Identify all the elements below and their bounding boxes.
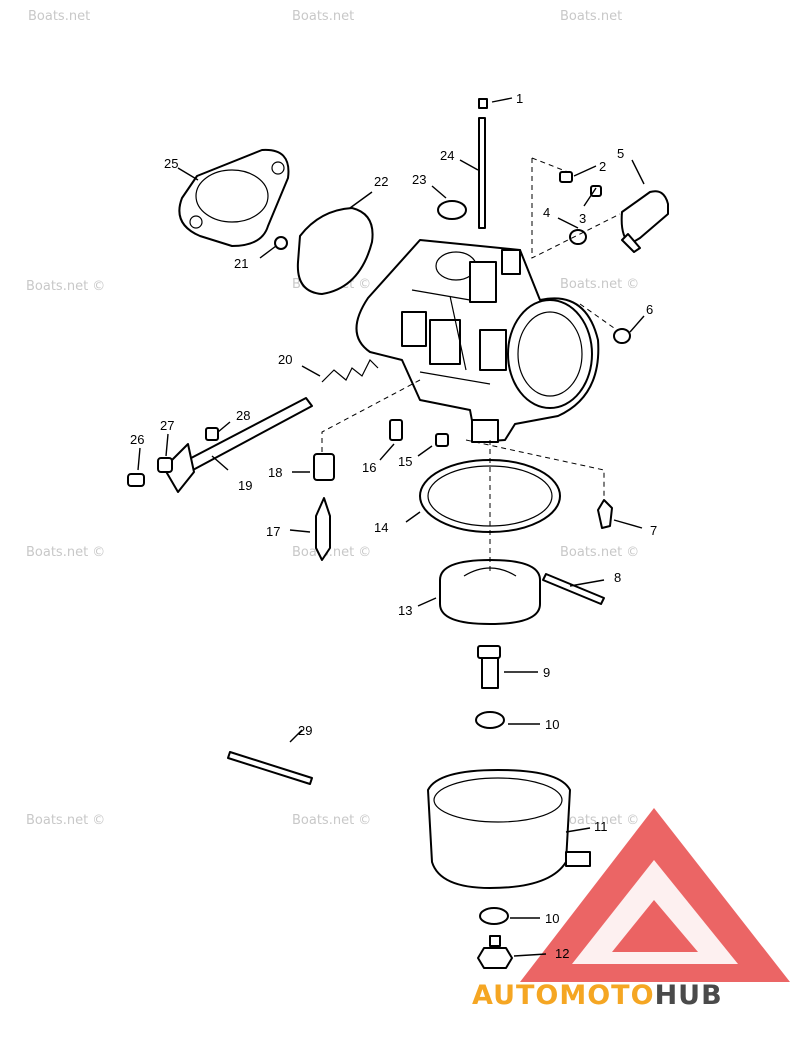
part-27-bushing <box>157 457 173 473</box>
watermark: Boats.net <box>560 9 622 24</box>
part-12-nut <box>477 935 513 969</box>
callout-29: 29 <box>298 723 312 738</box>
callout-10b: 10 <box>545 911 559 926</box>
carburetor-body <box>355 239 600 443</box>
part-26-screw <box>127 473 145 487</box>
part-24-rod <box>478 117 486 229</box>
watermark: Boats.net © <box>560 545 639 560</box>
part-10-washer-2 <box>479 907 509 925</box>
callout-8: 8 <box>614 570 621 585</box>
part-9-jet <box>477 645 501 689</box>
watermark: Boats.net <box>28 9 90 24</box>
callout-16: 16 <box>362 460 376 475</box>
part-18-spring <box>313 453 335 481</box>
callout-14: 14 <box>374 520 388 535</box>
part-19-shaft <box>163 397 313 493</box>
watermark: Boats.net © <box>26 279 105 294</box>
part-7-needle <box>597 499 613 529</box>
callout-15: 15 <box>398 454 412 469</box>
callouts: 1 2 3 4 5 6 7 8 9 10 11 10 12 13 14 15 1… <box>130 91 657 961</box>
part-8-pin <box>542 573 605 605</box>
callout-13: 13 <box>398 603 412 618</box>
leader-lines <box>137 97 645 957</box>
callout-18: 18 <box>268 465 282 480</box>
part-2-screw <box>559 171 573 183</box>
watermarks: Boats.net Boats.net Boats.net Boats.net … <box>26 9 639 828</box>
callout-11: 11 <box>594 819 608 834</box>
callout-12: 12 <box>555 946 569 961</box>
callout-26: 26 <box>130 432 144 447</box>
callout-24: 24 <box>440 148 454 163</box>
part-21-screw <box>274 236 288 250</box>
part-13-float <box>439 559 541 625</box>
callout-10: 10 <box>545 717 559 732</box>
callout-25: 25 <box>164 156 178 171</box>
callout-4: 4 <box>543 205 550 220</box>
watermark: Boats.net © <box>560 813 639 828</box>
callout-2: 2 <box>599 159 606 174</box>
part-15-screw <box>435 433 449 447</box>
alignment-lines <box>321 157 621 574</box>
callout-3: 3 <box>579 211 586 226</box>
watermark: Boats.net © <box>292 813 371 828</box>
part-6-plug <box>613 328 631 344</box>
watermark: Boats.net © <box>26 545 105 560</box>
part-1 <box>478 98 488 109</box>
callout-22: 22 <box>374 174 388 189</box>
part-28-washer <box>205 427 219 441</box>
callout-23: 23 <box>412 172 426 187</box>
part-29-wire <box>227 751 313 785</box>
watermark: Boats.net <box>292 9 354 24</box>
callout-21: 21 <box>234 256 248 271</box>
callout-28: 28 <box>236 408 250 423</box>
callout-19: 19 <box>238 478 252 493</box>
watermark: Boats.net © <box>292 545 371 560</box>
callout-27: 27 <box>160 418 174 433</box>
logo-part2: HUB <box>655 980 723 1011</box>
part-23-plug <box>437 200 467 220</box>
callout-5: 5 <box>617 146 624 161</box>
logo-triangle <box>520 808 790 982</box>
part-17-needle <box>315 497 331 561</box>
part-16-jet <box>389 419 403 441</box>
callout-6: 6 <box>646 302 653 317</box>
watermark: Boats.net © <box>560 277 639 292</box>
callout-9: 9 <box>543 665 550 680</box>
part-11-bowl <box>427 769 591 889</box>
callout-1: 1 <box>516 91 523 106</box>
callout-20: 20 <box>278 352 292 367</box>
callout-17: 17 <box>266 524 280 539</box>
part-5-fitting <box>620 190 669 253</box>
part-22-plate <box>296 207 374 295</box>
part-10-washer <box>475 711 505 729</box>
logo-part1: AUTOMOTO <box>472 980 655 1011</box>
part-3-screw <box>590 185 602 197</box>
watermark: Boats.net © <box>26 813 105 828</box>
part-25-gasket <box>178 148 290 247</box>
part-20-spring <box>321 358 379 383</box>
logo-wordmark: AUTOMOTOHUB <box>472 980 723 1011</box>
callout-7: 7 <box>650 523 657 538</box>
